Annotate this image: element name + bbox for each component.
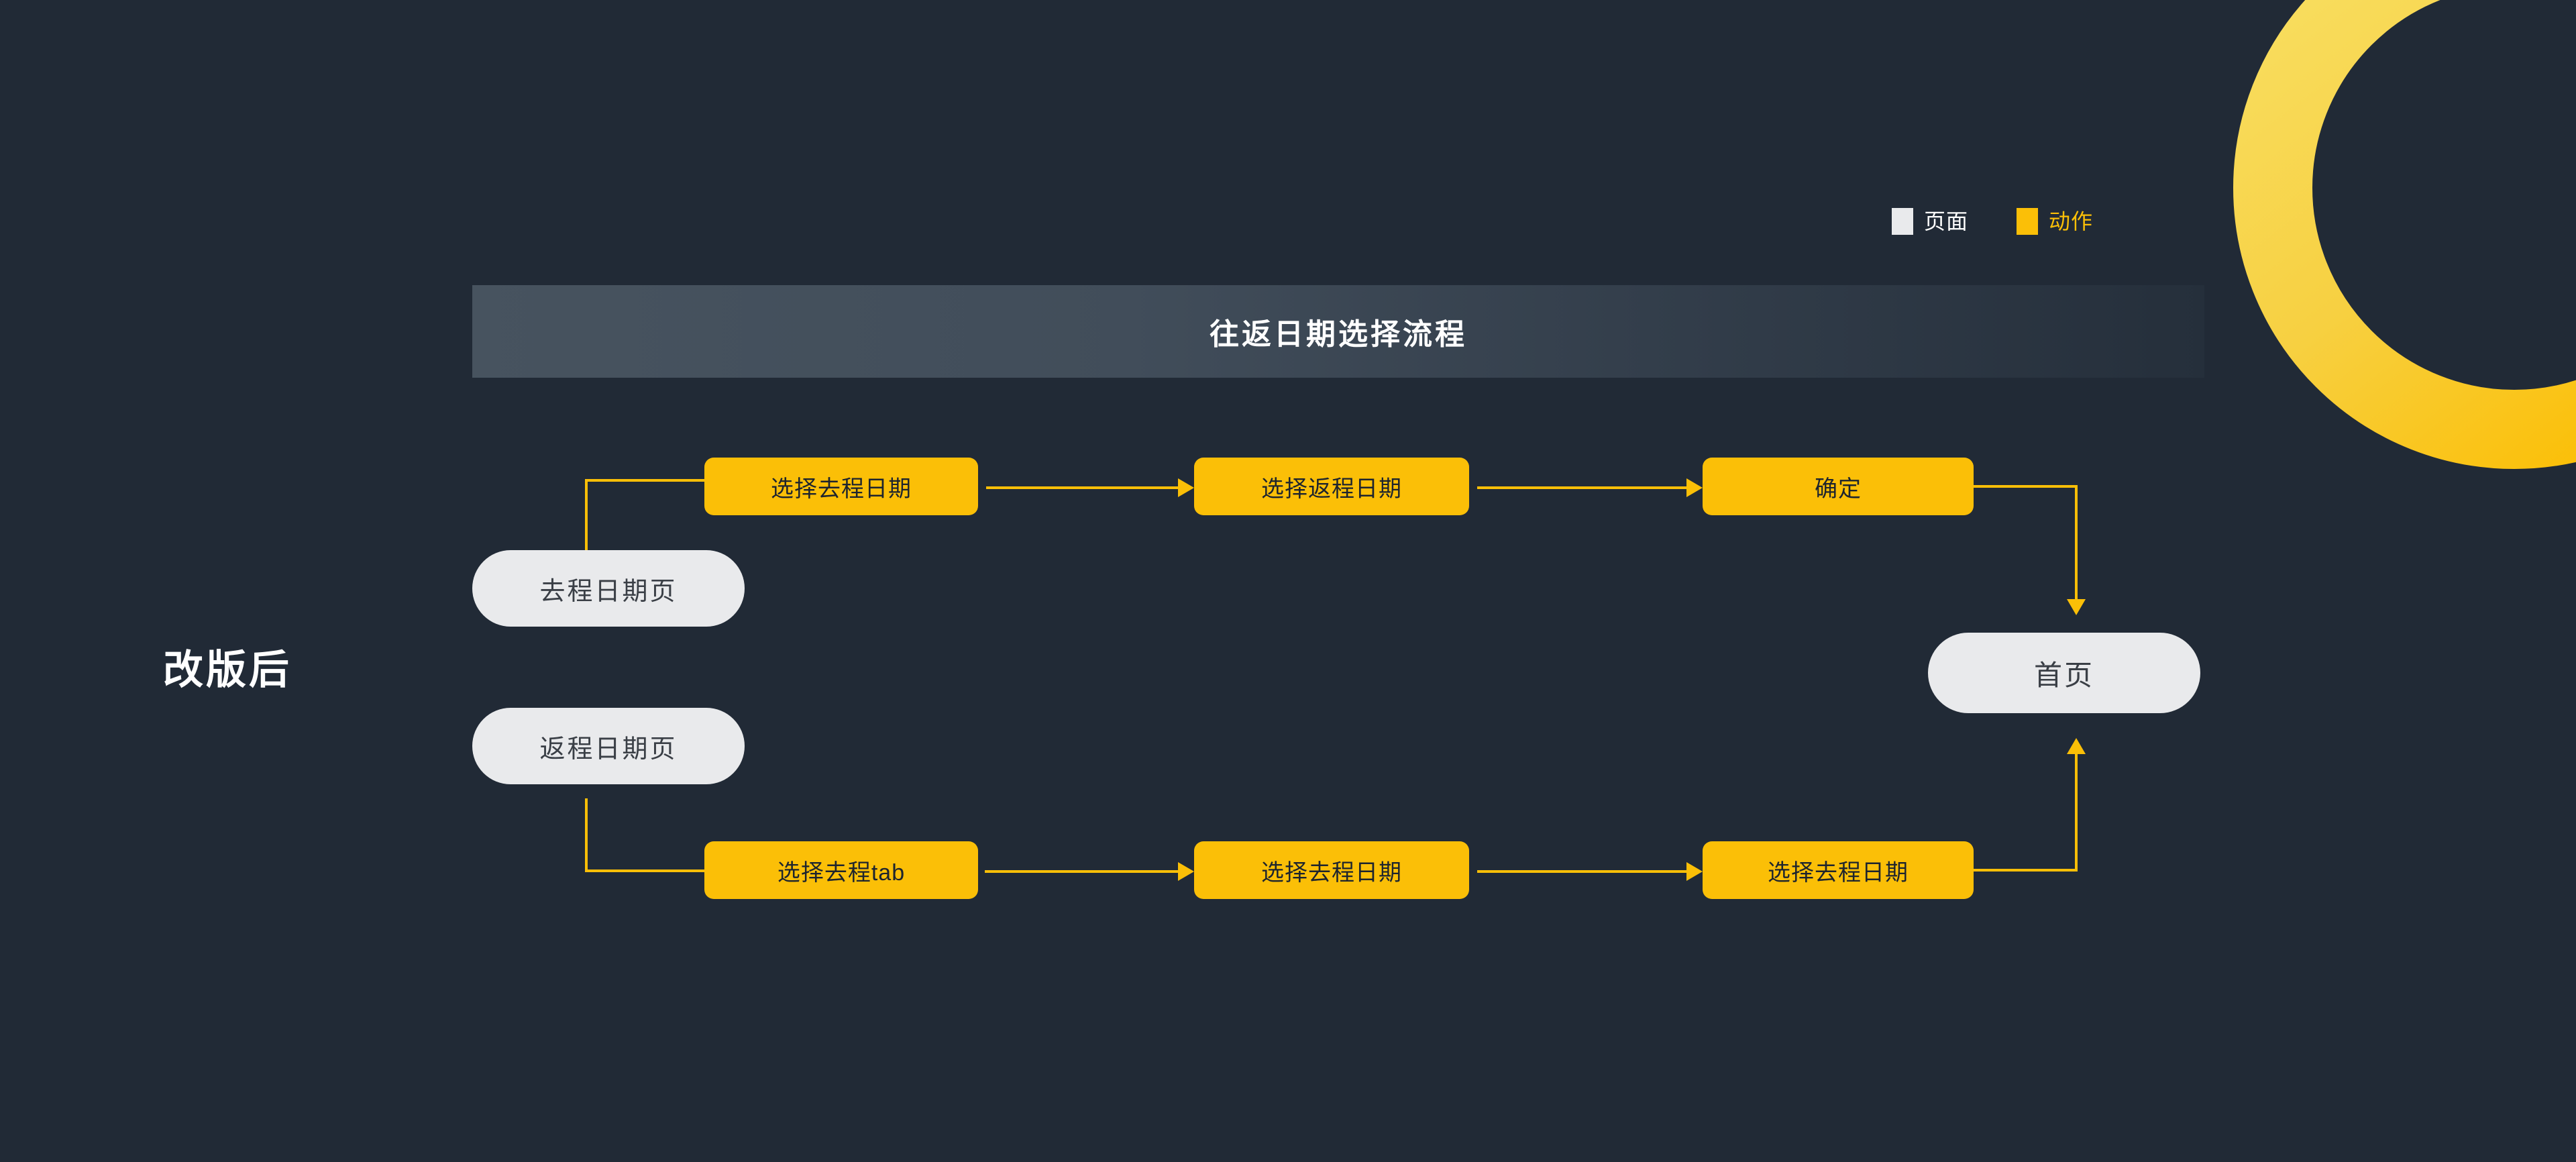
node-label: 首页 — [2033, 659, 2094, 691]
node-label: 返程日期页 — [539, 735, 678, 763]
connector-bot-2-3 — [1477, 870, 1696, 873]
node-bot-select-date-2[interactable]: 选择去程日期 — [1703, 841, 1974, 899]
node-depart-date-page[interactable]: 去程日期页 — [472, 550, 745, 627]
connector-returnpage-down — [585, 798, 588, 872]
connector-bot-1-2 — [985, 870, 1189, 873]
page-title: 往返日期选择流程 — [1210, 318, 1467, 351]
diagram-title-band: 往返日期选择流程 — [472, 285, 2204, 378]
page-swatch-icon — [1892, 208, 1913, 235]
node-bot-select-date-1[interactable]: 选择去程日期 — [1194, 841, 1469, 899]
legend-label-action: 动作 — [2049, 209, 2094, 233]
node-top-select-depart[interactable]: 选择去程日期 — [704, 458, 978, 515]
connector-top-1-2 — [986, 486, 1187, 489]
node-home-page[interactable]: 首页 — [1928, 633, 2200, 713]
connector-departpage-up — [585, 479, 588, 551]
node-label: 选择去程tab — [777, 859, 906, 886]
arrowhead-top-1-2-icon — [1178, 478, 1194, 497]
node-label: 选择去程日期 — [1768, 859, 1909, 886]
node-top-select-return[interactable]: 选择返程日期 — [1194, 458, 1469, 515]
arrowhead-top-2-3-icon — [1686, 478, 1703, 497]
connector-botlast-right — [1972, 869, 2078, 872]
action-swatch-icon — [2017, 208, 2039, 235]
node-label: 选择返程日期 — [1261, 476, 1402, 502]
connector-top-2-3 — [1477, 486, 1696, 489]
node-top-confirm[interactable]: 确定 — [1703, 458, 1974, 515]
node-label: 选择去程日期 — [1261, 859, 1402, 886]
node-label: 去程日期页 — [539, 577, 678, 606]
node-label: 确定 — [1815, 476, 1862, 502]
legend: 页面 动作 — [1892, 208, 2093, 235]
legend-item-page: 页面 — [1892, 208, 1968, 235]
node-label: 选择去程日期 — [771, 476, 912, 502]
node-bot-select-tab[interactable]: 选择去程tab — [704, 841, 978, 899]
arrowhead-bot-2-3-icon — [1686, 862, 1703, 881]
connector-confirm-down — [2075, 485, 2078, 606]
legend-item-action: 动作 — [2017, 208, 2093, 235]
arrowhead-botlast-home-icon — [2067, 738, 2086, 754]
connector-botlast-up — [2075, 749, 2078, 870]
node-return-date-page[interactable]: 返程日期页 — [472, 708, 745, 784]
arrowhead-confirm-home-icon — [2067, 599, 2086, 615]
section-label: 改版后 — [163, 647, 292, 692]
connector-returnpage-right — [585, 869, 706, 872]
connector-departpage-right — [585, 479, 704, 482]
arrowhead-bot-1-2-icon — [1178, 862, 1194, 881]
legend-label-page: 页面 — [1924, 209, 1969, 233]
yellow-ring-arc-icon — [2233, 0, 2576, 469]
connector-confirm-right — [1972, 485, 2078, 488]
